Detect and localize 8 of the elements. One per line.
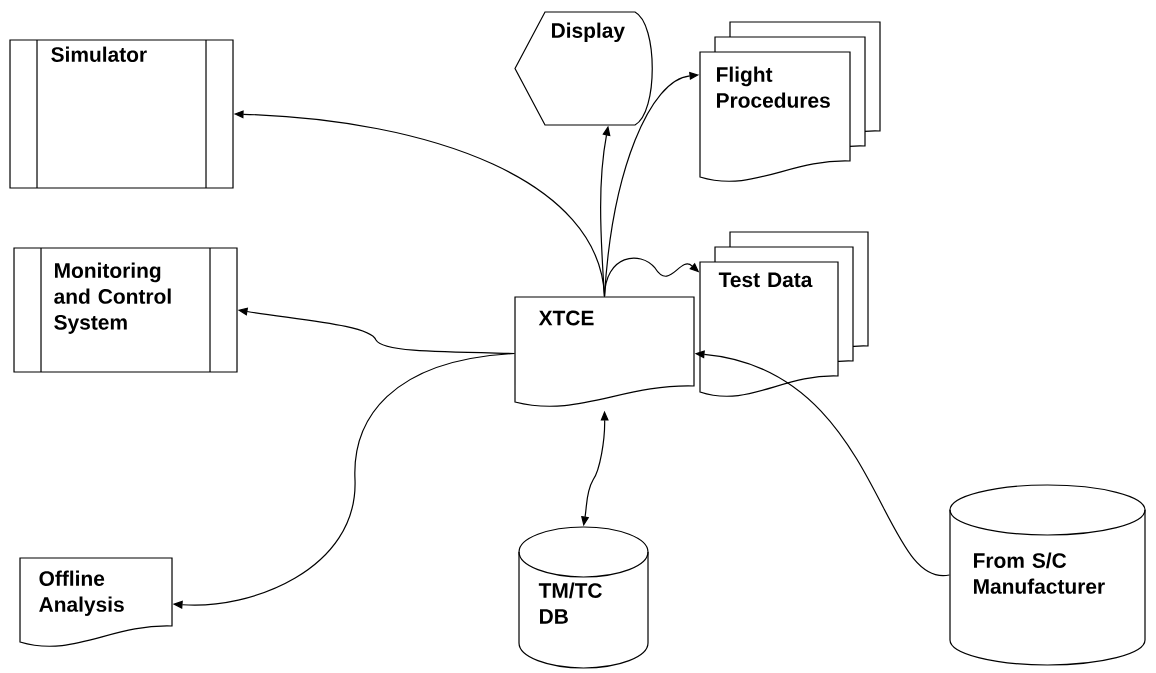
node-label: From S/C Manufacturer (974, 552, 1105, 594)
document-stack: Flight Procedures (699, 21, 881, 182)
document-stack: Test Data (699, 231, 869, 397)
database-cylinder: From S/C Manufacturer (949, 484, 1146, 666)
database-cylinder: TM/TC DB (518, 526, 649, 669)
node-label: TM/TC DB (538, 582, 602, 624)
predefined-process-box: Monitoring and Control System (13, 247, 238, 373)
predefined-process-box: Simulator (9, 39, 234, 189)
